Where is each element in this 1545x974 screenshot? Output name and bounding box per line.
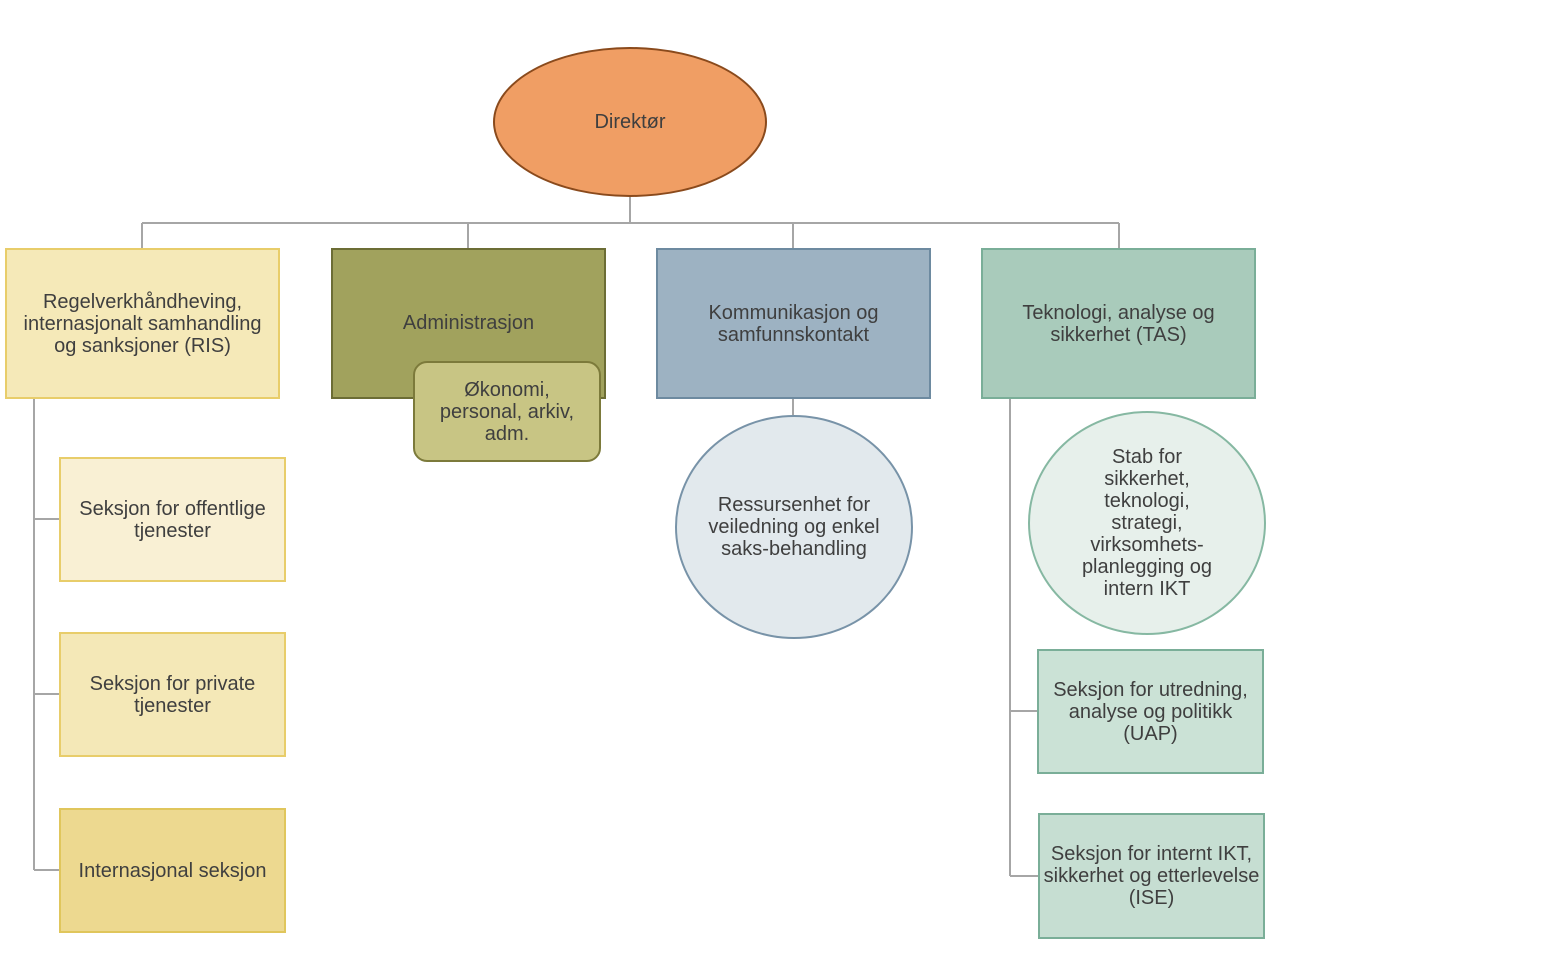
administrasjon-label: Administrasjon (402, 312, 535, 334)
seksjon-ise-node: Seksjon for internt IKT, sikkerhet og et… (1038, 813, 1265, 939)
tas-label: Teknologi, analyse og sikkerhet (TAS) (1022, 301, 1215, 346)
seksjon-offentlige-node: Seksjon for offentlige tjenester (59, 457, 286, 582)
ris-department-node: Regelverkhåndheving, internasjonalt samh… (5, 248, 280, 399)
director-label: Direktør (594, 111, 666, 133)
seksjon-uap-label: Seksjon for utredning, analyse og politi… (1053, 678, 1248, 745)
okonomi-label: Økonomi, personal, arkiv, adm. (439, 378, 575, 445)
seksjon-ise-label: Seksjon for internt IKT, sikkerhet og et… (1043, 843, 1260, 909)
ressursenhet-node: Ressursenhet for veiledning og enkel sak… (675, 415, 913, 639)
ressursenhet-label: Ressursenhet for veiledning og enkel sak… (708, 494, 880, 560)
seksjon-private-label: Seksjon for private tjenester (89, 672, 256, 717)
ris-label: Regelverkhåndheving, internasjonalt samh… (23, 290, 262, 357)
stab-label: Stab for sikkerhet, teknologi, strategi,… (1081, 446, 1213, 600)
stab-node: Stab for sikkerhet, teknologi, strategi,… (1028, 411, 1266, 635)
internasjonal-seksjon-label: Internasjonal seksjon (78, 859, 267, 882)
seksjon-uap-node: Seksjon for utredning, analyse og politi… (1037, 649, 1264, 774)
kommunikasjon-department-node: Kommunikasjon og samfunnskontakt (656, 248, 931, 399)
seksjon-offentlige-label: Seksjon for offentlige tjenester (79, 497, 266, 542)
kommunikasjon-label: Kommunikasjon og samfunnskontakt (708, 301, 879, 346)
okonomi-subunit-node: Økonomi, personal, arkiv, adm. (413, 361, 601, 462)
seksjon-private-node: Seksjon for private tjenester (59, 632, 286, 757)
director-node: Direktør (493, 47, 767, 197)
tas-department-node: Teknologi, analyse og sikkerhet (TAS) (981, 248, 1256, 399)
internasjonal-seksjon-node: Internasjonal seksjon (59, 808, 286, 933)
